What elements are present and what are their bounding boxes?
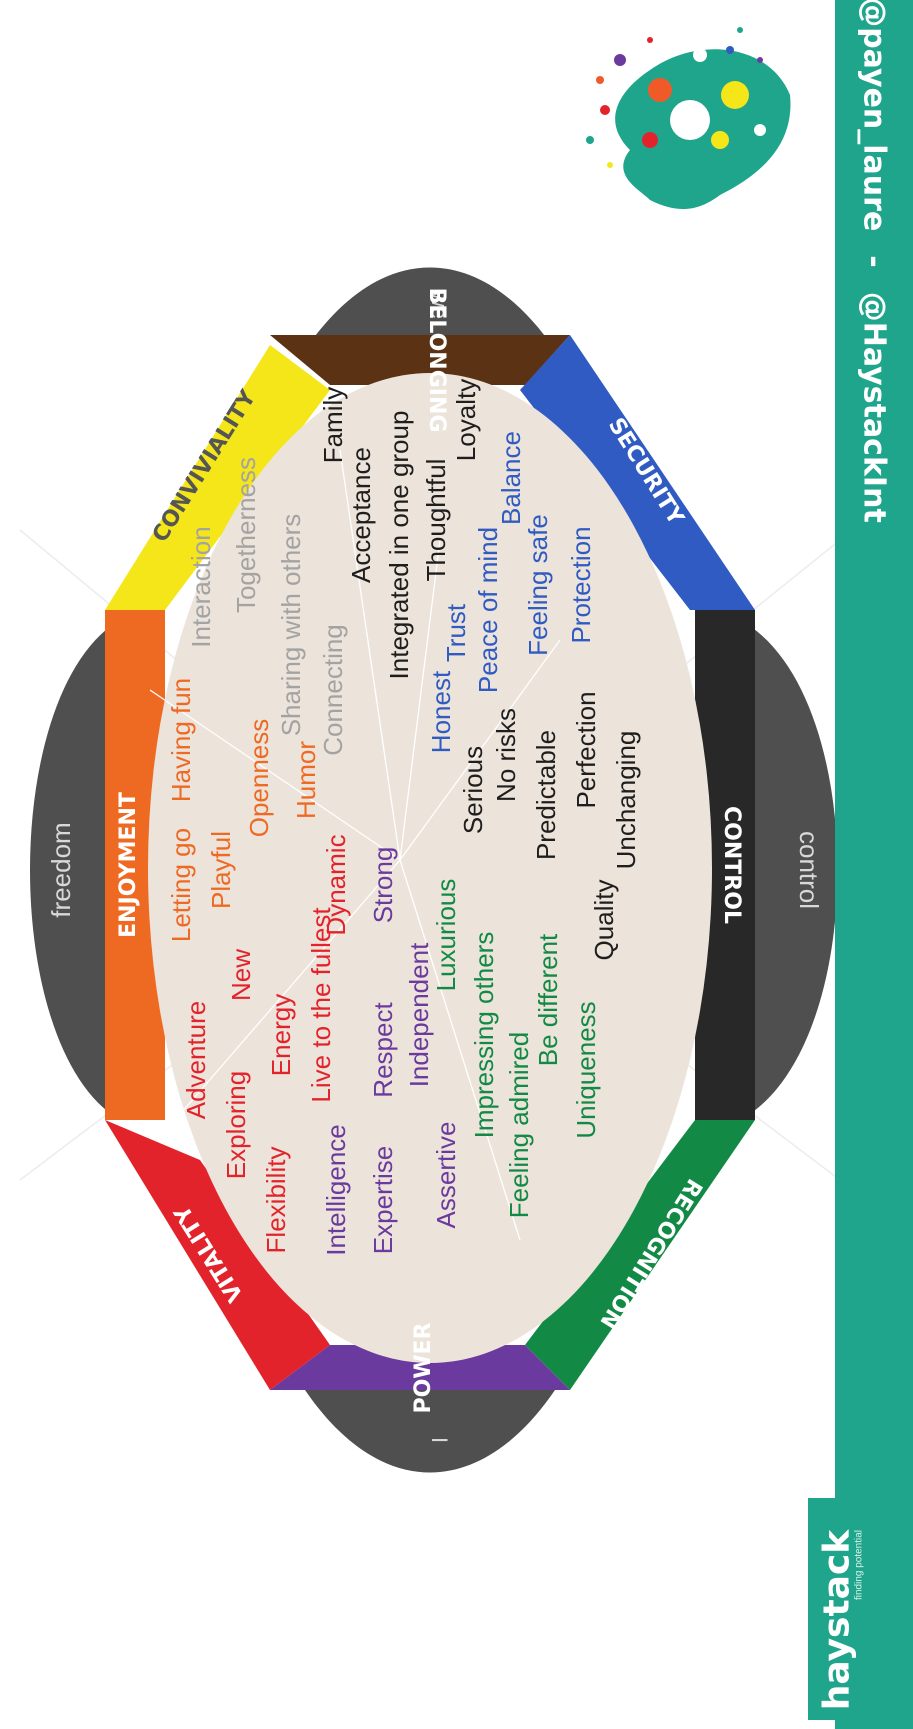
footer-separator: - bbox=[856, 255, 892, 268]
word-trust: Trust bbox=[441, 603, 471, 662]
word-feeling-admired: Feeling admired bbox=[504, 1032, 534, 1218]
petal-label-freedom: freedom bbox=[46, 822, 76, 917]
petal-label-control: control bbox=[794, 831, 824, 909]
word-peace-of-mind: Peace of mind bbox=[473, 527, 503, 693]
brand-tagline: finding potential bbox=[853, 1529, 865, 1601]
category-power: POWER bbox=[411, 1322, 436, 1413]
word-independent: Independent bbox=[404, 942, 434, 1087]
word-balance: Balance bbox=[496, 431, 526, 525]
word-loyalty: Loyalty bbox=[451, 379, 481, 461]
petal-we bbox=[305, 267, 555, 350]
word-interaction: Interaction bbox=[186, 526, 216, 647]
word-adventure: Adventure bbox=[181, 1001, 211, 1120]
brand-name: haystack bbox=[816, 1529, 858, 1711]
petal-i bbox=[305, 1390, 555, 1473]
word-expertise: Expertise bbox=[368, 1146, 398, 1254]
words-security: Balance Peace of mind Feeling safe Prote… bbox=[426, 431, 596, 753]
word-playful: Playful bbox=[206, 831, 236, 909]
words-belonging: Family Acceptance Integrated in one grou… bbox=[318, 379, 481, 680]
footer-handle-right[interactable]: @HaystackInt bbox=[856, 291, 892, 523]
word-openness: Openness bbox=[244, 719, 274, 838]
word-protection: Protection bbox=[566, 526, 596, 643]
word-feeling-safe: Feeling safe bbox=[523, 514, 553, 656]
words-conviviality: Interaction Togetherness Sharing with ot… bbox=[186, 457, 348, 756]
word-humor: Humor bbox=[291, 741, 321, 819]
inner-oval bbox=[148, 373, 712, 1363]
word-dynamic: Dynamic bbox=[321, 834, 351, 935]
word-flexibility: Flexibility bbox=[261, 1147, 291, 1254]
frame-power bbox=[270, 1345, 570, 1390]
word-energy: Energy bbox=[266, 994, 296, 1076]
oval-dividers bbox=[149, 449, 561, 1241]
word-acceptance: Acceptance bbox=[346, 447, 376, 583]
petal-label-i: I bbox=[427, 1437, 452, 1443]
category-control: CONTROL bbox=[719, 806, 744, 924]
petal-freedom bbox=[30, 620, 120, 1120]
word-intelligence: Intelligence bbox=[321, 1124, 351, 1256]
words-vitality: Adventure Exploring New Flexibility Ener… bbox=[181, 834, 351, 1253]
word-honest: Honest bbox=[426, 670, 456, 753]
word-perfection: Perfection bbox=[571, 691, 601, 808]
word-uniqueness: Uniqueness bbox=[571, 1001, 601, 1138]
footer-bar bbox=[835, 0, 913, 1729]
word-predictable: Predictable bbox=[531, 730, 561, 860]
word-letting-go: Letting go bbox=[166, 828, 196, 942]
word-exploring: Exploring bbox=[221, 1071, 251, 1179]
word-family: Family bbox=[318, 387, 348, 464]
word-impressing-others: Impressing others bbox=[469, 932, 499, 1139]
word-sharing-with-others: Sharing with others bbox=[276, 514, 306, 737]
petal-control bbox=[740, 620, 838, 1120]
word-integrated-in-one-group: Integrated in one group bbox=[384, 411, 414, 680]
footer-handles: @payen_laure - @HaystackInt bbox=[857, 0, 892, 535]
petal-label-we: we bbox=[427, 290, 452, 319]
word-new: New bbox=[226, 949, 256, 1001]
word-live-to-the-fullest: Live to the fullest bbox=[306, 907, 336, 1103]
word-assertive: Assertive bbox=[431, 1122, 461, 1229]
word-quality: Quality bbox=[589, 880, 619, 961]
word-luxurious: Luxurious bbox=[431, 879, 461, 992]
frame-belonging bbox=[270, 335, 570, 385]
words-power: Strong Respect Independent Intelligence … bbox=[321, 847, 461, 1256]
words-recognition: Luxurious Impressing others Feeling admi… bbox=[431, 879, 601, 1219]
brand-box bbox=[808, 1498, 866, 1720]
category-enjoyment: ENJOYMENT bbox=[116, 792, 141, 938]
word-togetherness: Togetherness bbox=[231, 457, 261, 613]
word-having-fun: Having fun bbox=[166, 678, 196, 802]
frame-enjoyment bbox=[105, 610, 165, 1120]
word-strong: Strong bbox=[368, 847, 398, 924]
frame-security bbox=[520, 335, 755, 610]
word-connecting: Connecting bbox=[318, 624, 348, 756]
word-unchanging: Unchanging bbox=[611, 731, 641, 870]
frame-conviviality bbox=[105, 345, 330, 610]
word-thoughtful: Thoughtful bbox=[421, 459, 451, 582]
words-control: Serious No risks Predictable Perfection … bbox=[458, 691, 641, 960]
category-belonging: BELONGING bbox=[424, 288, 449, 433]
footer-handle-left[interactable]: @payen_laure bbox=[856, 0, 892, 232]
word-no-risks: No risks bbox=[491, 708, 521, 802]
frame-vitality bbox=[105, 1120, 330, 1390]
frame-recognition bbox=[525, 1120, 755, 1390]
word-respect: Respect bbox=[368, 1002, 398, 1098]
word-be-different: Be different bbox=[533, 933, 563, 1066]
words-enjoyment: Letting go Having fun Playful Openness H… bbox=[166, 678, 321, 942]
frame-control bbox=[695, 610, 755, 1120]
haystack-head-icon bbox=[586, 27, 791, 210]
word-serious: Serious bbox=[458, 746, 488, 834]
